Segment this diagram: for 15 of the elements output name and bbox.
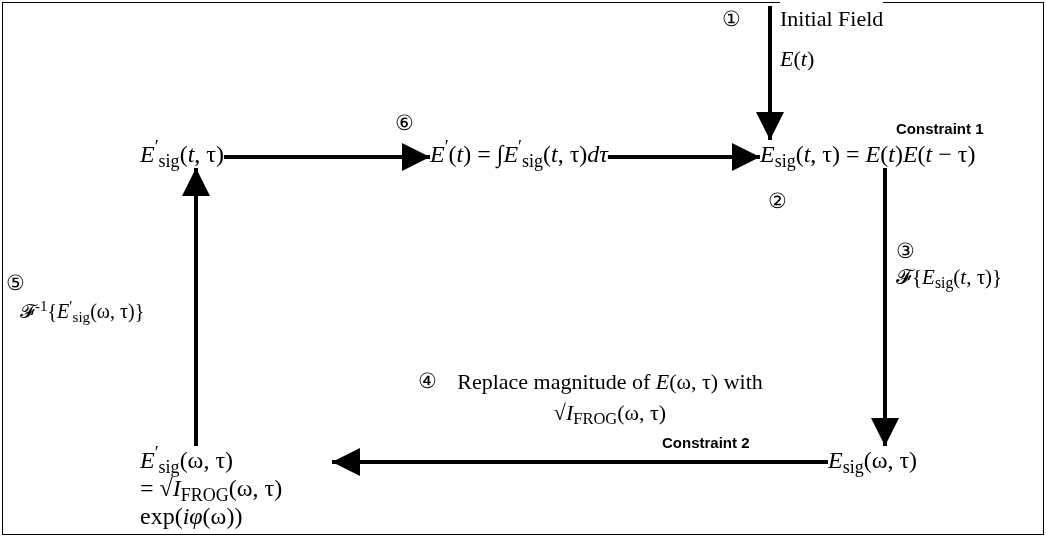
step-number: ① bbox=[722, 6, 741, 33]
field-label: E(t) bbox=[780, 45, 815, 73]
step-number: ③ bbox=[896, 238, 915, 265]
constraint-label: Constraint 2 bbox=[662, 433, 750, 453]
step-number: ⑥ bbox=[395, 110, 414, 137]
arrow bbox=[332, 448, 828, 476]
step-number: ② bbox=[768, 188, 787, 215]
step-number: ⑤ bbox=[6, 270, 25, 297]
arrow bbox=[182, 168, 210, 446]
step-number: ④ bbox=[418, 368, 437, 395]
arrow bbox=[607, 143, 760, 171]
arrow bbox=[871, 168, 899, 446]
arrow bbox=[223, 143, 430, 171]
arrow bbox=[756, 6, 784, 140]
constraint-label: Constraint 1 bbox=[896, 119, 984, 139]
